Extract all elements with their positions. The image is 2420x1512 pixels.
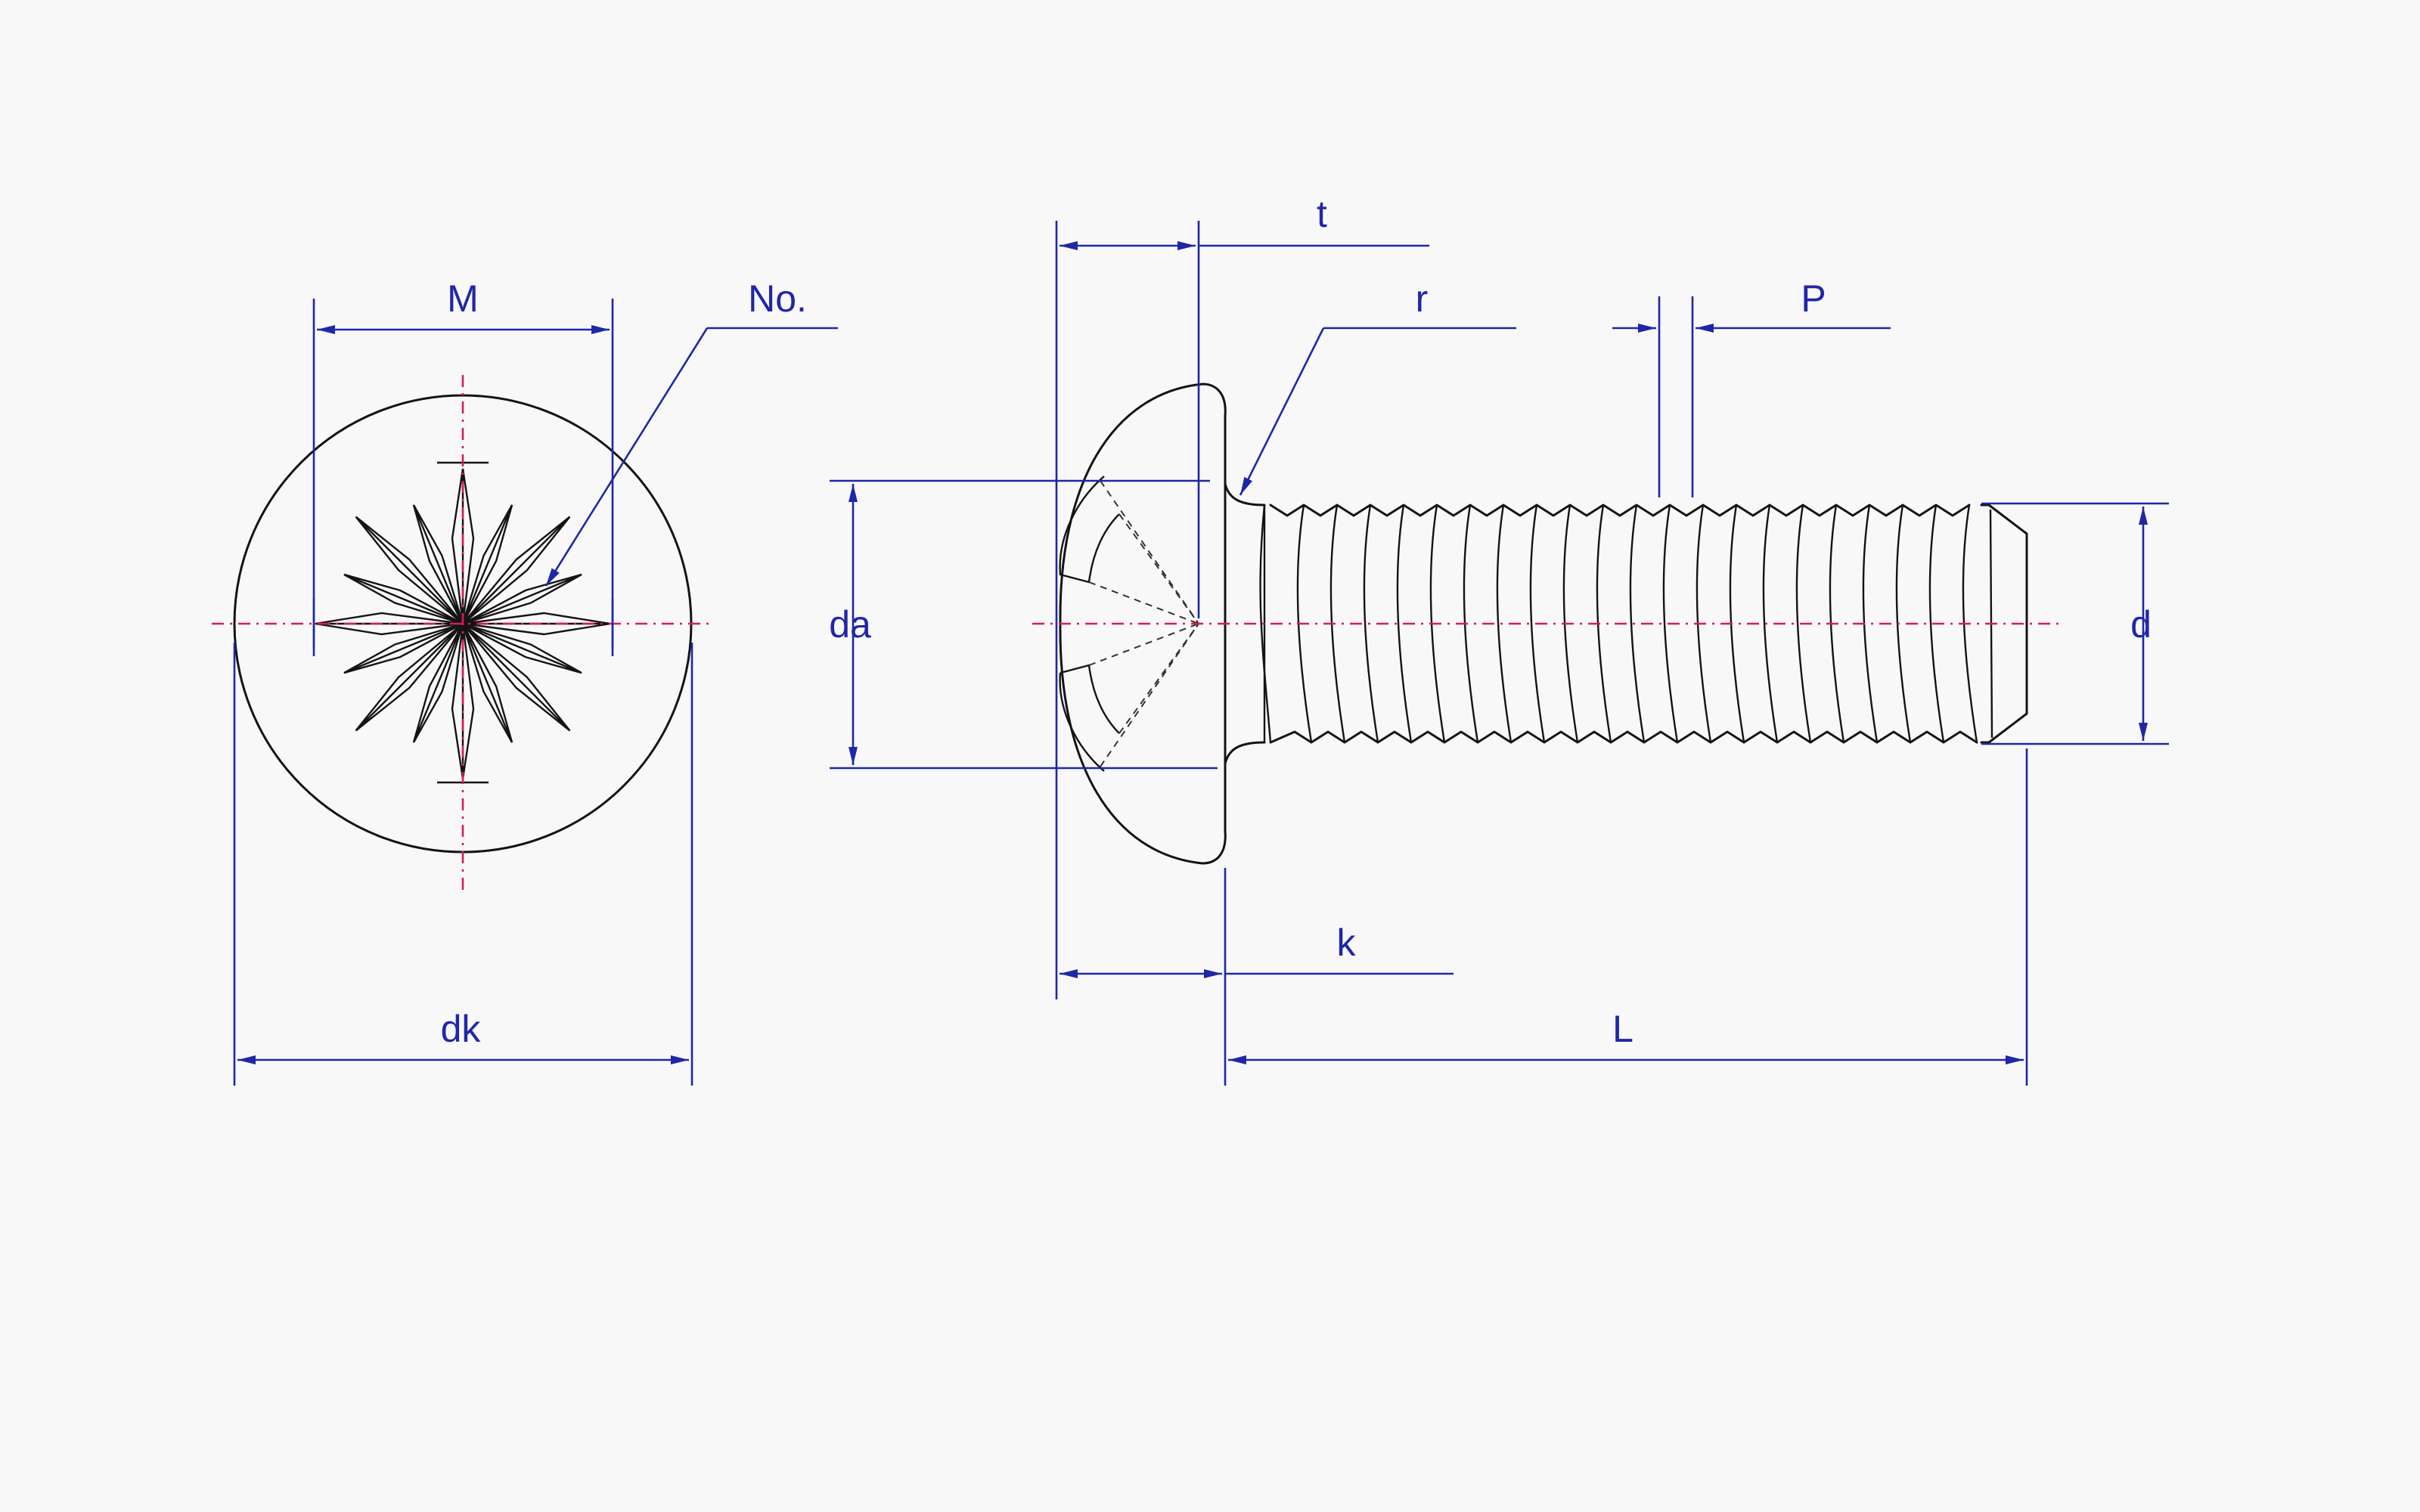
leader-r: r [1239, 277, 1516, 496]
thread-crest-15 [1795, 504, 1812, 743]
recess-ray-12 [343, 573, 464, 625]
thread-crest-11 [1662, 504, 1679, 743]
dimension-t: t [1055, 193, 1429, 999]
thread-crest-6 [1496, 504, 1512, 743]
dimension-M: M [312, 277, 614, 656]
side-view: t r P da d [829, 193, 2169, 1086]
recess-ray-10 [412, 623, 464, 743]
label-da: da [829, 603, 871, 646]
thread-crest-17 [1862, 504, 1879, 743]
dimension-dk: dk [233, 643, 693, 1086]
label-dk: dk [441, 1008, 482, 1050]
dimension-P: P [1612, 277, 1891, 497]
leader-No: No. [544, 277, 838, 587]
recess-ray-7 [462, 516, 571, 624]
label-L: L [1612, 1008, 1634, 1050]
recess-ray-14 [461, 504, 513, 624]
label-No: No. [748, 277, 807, 320]
dimension-k: k [1060, 868, 1454, 1086]
label-r: r [1416, 277, 1429, 320]
dimension-da: da [829, 479, 1218, 770]
label-M: M [447, 277, 479, 320]
thread-crest-14 [1762, 504, 1779, 743]
underhead-fillet [1224, 482, 1266, 765]
thread-crest-10 [1629, 504, 1646, 743]
dimension-L: L [1228, 748, 2028, 1086]
recess-ray-5 [355, 623, 464, 732]
recess-ray-9 [461, 623, 513, 743]
label-t: t [1317, 193, 1327, 235]
recess-ray-15 [462, 573, 582, 625]
recess-ray-8 [462, 622, 582, 674]
front-view: M No. dk [212, 277, 838, 1086]
thread-crest-3 [1396, 504, 1413, 743]
recess-notch [1059, 476, 1120, 772]
label-d: d [2130, 603, 2152, 646]
recess-ray-6 [355, 516, 464, 624]
thread-bottom-profile [1269, 730, 1978, 744]
recess-ray-11 [343, 622, 464, 674]
thread-crest-7 [1529, 504, 1546, 743]
thread-end-chamfer [1980, 503, 2028, 744]
recess-hidden-lines [1088, 480, 1199, 767]
label-k: k [1337, 922, 1357, 964]
thread-crest-2 [1363, 504, 1379, 743]
label-P: P [1801, 277, 1826, 320]
thread-crest-19 [1928, 504, 1945, 743]
thread-runout [1259, 504, 1272, 743]
dimension-d: d [1981, 502, 2169, 745]
recess-ray-13 [412, 504, 464, 624]
thread-top-profile [1269, 503, 1971, 517]
recess-ray-4 [462, 623, 571, 732]
